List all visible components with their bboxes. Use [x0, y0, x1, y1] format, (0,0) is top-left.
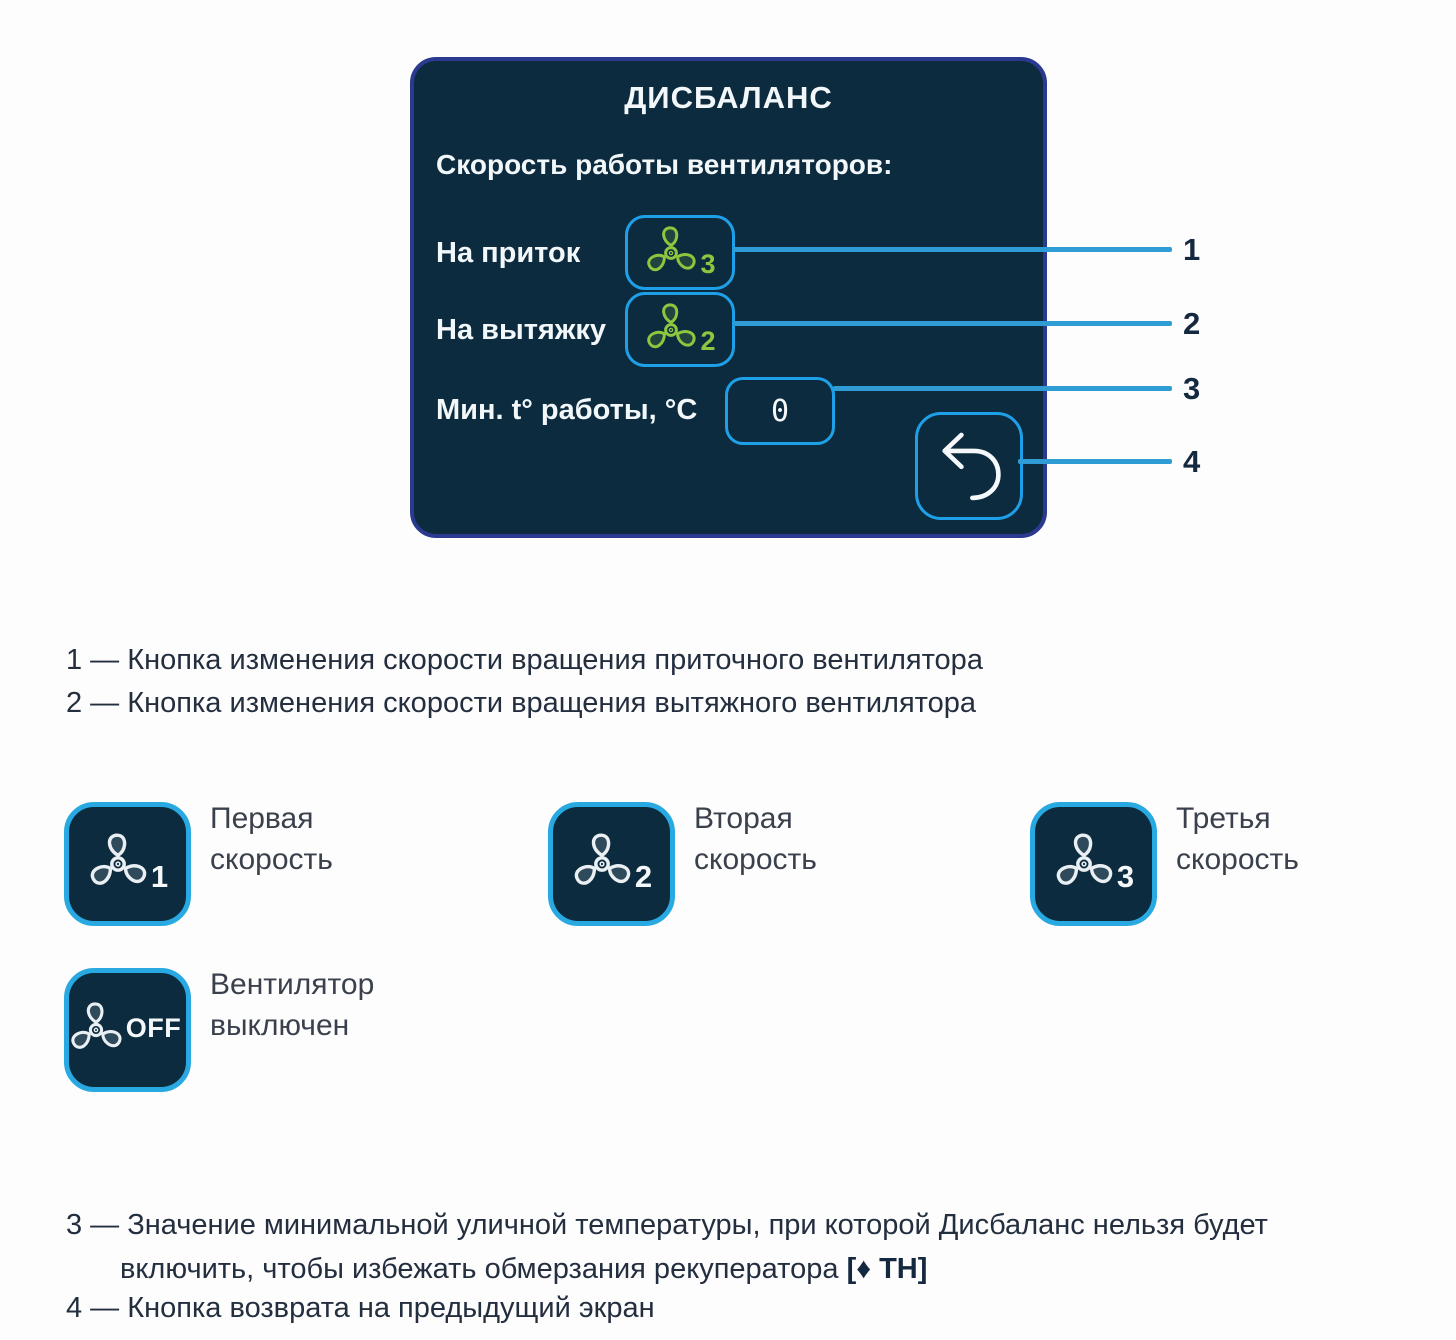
legend-tile-speed-2: 2 — [548, 802, 675, 926]
fan-icon — [571, 833, 633, 895]
callout-number-3: 3 — [1183, 371, 1201, 406]
back-button[interactable] — [915, 412, 1023, 520]
callout-line-4 — [1018, 459, 1172, 464]
disbalance-screen-panel: ДИСБАЛАНС Скорость работы вентиляторов: … — [410, 57, 1047, 538]
legend-badge-2: 2 — [634, 859, 653, 894]
legend-label-speed-2: Вторая скорость — [694, 802, 817, 876]
fan-icon — [87, 833, 149, 895]
supply-fan-speed-button[interactable]: 3 — [625, 215, 735, 290]
callout-line-2 — [733, 321, 1172, 326]
back-arrow-icon — [927, 424, 1011, 508]
callout-number-4: 4 — [1183, 444, 1201, 479]
legend-label-speed-1: Первая скорость — [210, 802, 333, 876]
fan-icon — [644, 303, 698, 357]
supply-fan-speed-value: 3 — [700, 249, 716, 279]
min-temp-value-box[interactable]: 0 — [725, 377, 835, 445]
legend-label-speed-3: Третья скорость — [1176, 802, 1299, 876]
fan-icon — [1053, 833, 1115, 895]
exhaust-fan-speed-value: 2 — [700, 326, 716, 356]
callout-number-1: 1 — [1183, 232, 1201, 267]
callout-number-2: 2 — [1183, 306, 1201, 341]
callout-line-3 — [833, 386, 1172, 391]
min-temp-value: 0 — [770, 393, 790, 429]
note-callout-3-param: [♦ ТН] — [846, 1253, 928, 1285]
fan-speed-subtitle: Скорость работы вентиляторов: — [436, 149, 893, 180]
exhaust-row-label: На вытяжку — [436, 314, 607, 346]
note-callout-1: 1 — Кнопка изменения скорости вращения п… — [66, 644, 983, 676]
legend-tile-speed-3: 3 — [1030, 802, 1157, 926]
legend-badge-off: OFF — [125, 1012, 182, 1043]
supply-row-label: На приток — [436, 237, 581, 269]
note-callout-4: 4 — Кнопка возврата на предыдущий экран — [66, 1292, 655, 1324]
legend-tile-fan-off: OFF — [64, 968, 191, 1092]
legend-label-fan-off: Вентилятор выключен — [210, 968, 375, 1042]
fan-icon — [644, 226, 698, 280]
callout-line-1 — [733, 247, 1172, 252]
legend-tile-speed-1: 1 — [64, 802, 191, 926]
legend-badge-1: 1 — [150, 859, 169, 894]
note-callout-3: 3 — Значение минимальной уличной темпера… — [66, 1203, 1360, 1291]
min-temp-label: Мин. t° работы, °C — [436, 394, 698, 426]
legend-badge-3: 3 — [1116, 859, 1135, 894]
fan-icon — [68, 999, 124, 1061]
page-title: ДИСБАЛАНС — [624, 80, 833, 115]
note-callout-3-text: 3 — Значение минимальной уличной темпера… — [66, 1209, 1268, 1285]
note-callout-2: 2 — Кнопка изменения скорости вращения в… — [66, 687, 976, 719]
exhaust-fan-speed-button[interactable]: 2 — [625, 292, 735, 367]
